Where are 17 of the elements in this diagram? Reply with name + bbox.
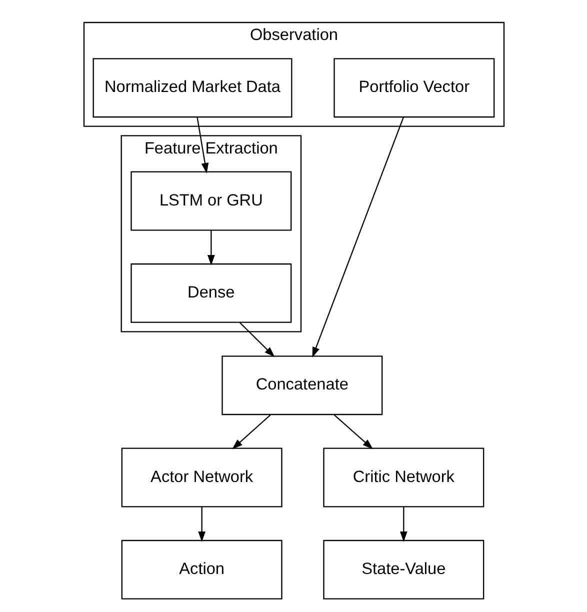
arrow	[399, 507, 407, 542]
arrow	[333, 414, 373, 450]
arrow	[206, 230, 214, 266]
node-box: Actor Network	[120, 448, 282, 508]
arrow	[196, 117, 208, 174]
node-box: Critic Network	[322, 448, 484, 508]
arrow	[232, 414, 270, 450]
node-box: Concatenate	[221, 356, 382, 416]
arrow	[198, 507, 206, 542]
arrow	[312, 117, 404, 358]
arrow	[239, 322, 274, 358]
node-box: Dense	[130, 263, 292, 323]
node-box: Portfolio Vector	[333, 58, 494, 118]
node-box: Normalized Market Data	[92, 58, 292, 118]
node-box: State-Value	[322, 540, 484, 600]
node-box: Action	[120, 540, 282, 600]
node-box: LSTM or GRU	[130, 171, 292, 231]
